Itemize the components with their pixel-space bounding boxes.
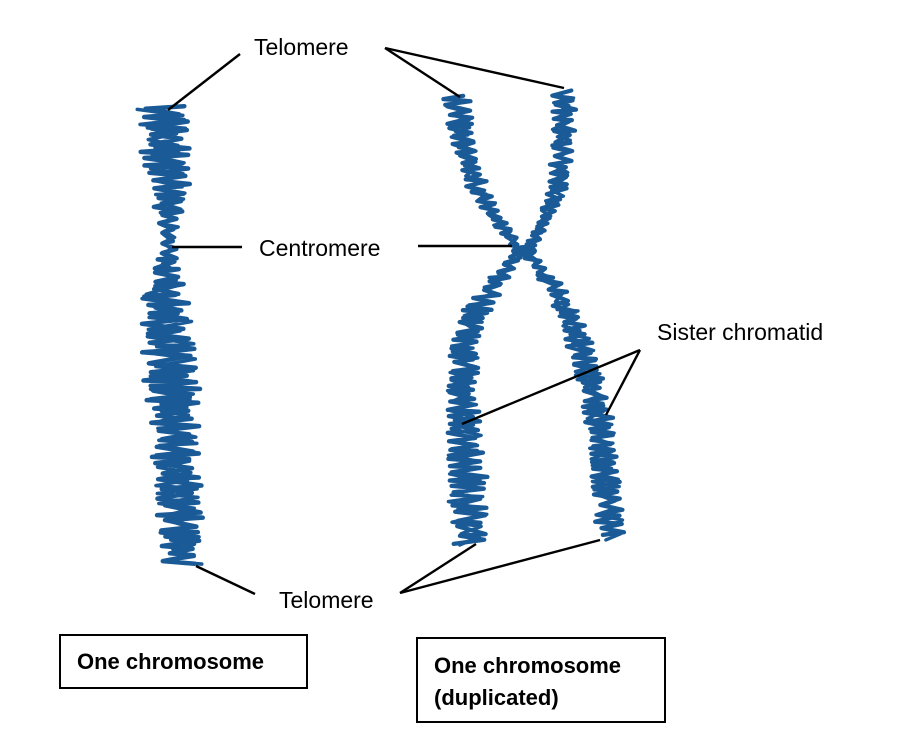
telomere-bottom-label: Telomere (279, 587, 374, 613)
centromere-label: Centromere (259, 235, 380, 261)
single-chromosome-strand-texture (135, 107, 204, 566)
duplicated-caption-line2: (duplicated) (434, 685, 559, 710)
leader-telomere-top-single (167, 53, 241, 111)
leader-telomere-top-right-chromatid (384, 46, 565, 90)
leader-telomere-bottom-single (195, 564, 256, 596)
lower-right-arm-texture (524, 251, 625, 542)
leader-telomere-bottom-left-chromatid (399, 542, 477, 595)
sister-chromatid-label: Sister chromatid (657, 319, 823, 345)
leader-telomere-top-left-chromatid (384, 46, 461, 99)
upper-left-arm (441, 93, 526, 252)
leader-sister-chromatid-left (461, 348, 641, 426)
single-chromosome-caption-box: One chromosome (59, 634, 308, 689)
duplicated-caption-line1: One chromosome (434, 653, 622, 678)
upper-right-arm-texture (523, 94, 576, 250)
duplicated-chromosome-caption-box: One chromosome (duplicated) (416, 637, 666, 723)
upper-left-arm-texture (445, 97, 527, 251)
single-chromosome (135, 103, 205, 566)
leader-lines (167, 46, 642, 596)
lower-left-arm-texture (445, 252, 523, 547)
single-chromosome-caption: One chromosome (77, 649, 265, 674)
telomere-top-label: Telomere (254, 34, 349, 60)
duplicated-chromosome (441, 88, 627, 547)
centromere-knot (511, 245, 537, 257)
leader-telomere-bottom-right-chromatid (399, 538, 601, 595)
leader-sister-chromatid-right (604, 349, 642, 416)
